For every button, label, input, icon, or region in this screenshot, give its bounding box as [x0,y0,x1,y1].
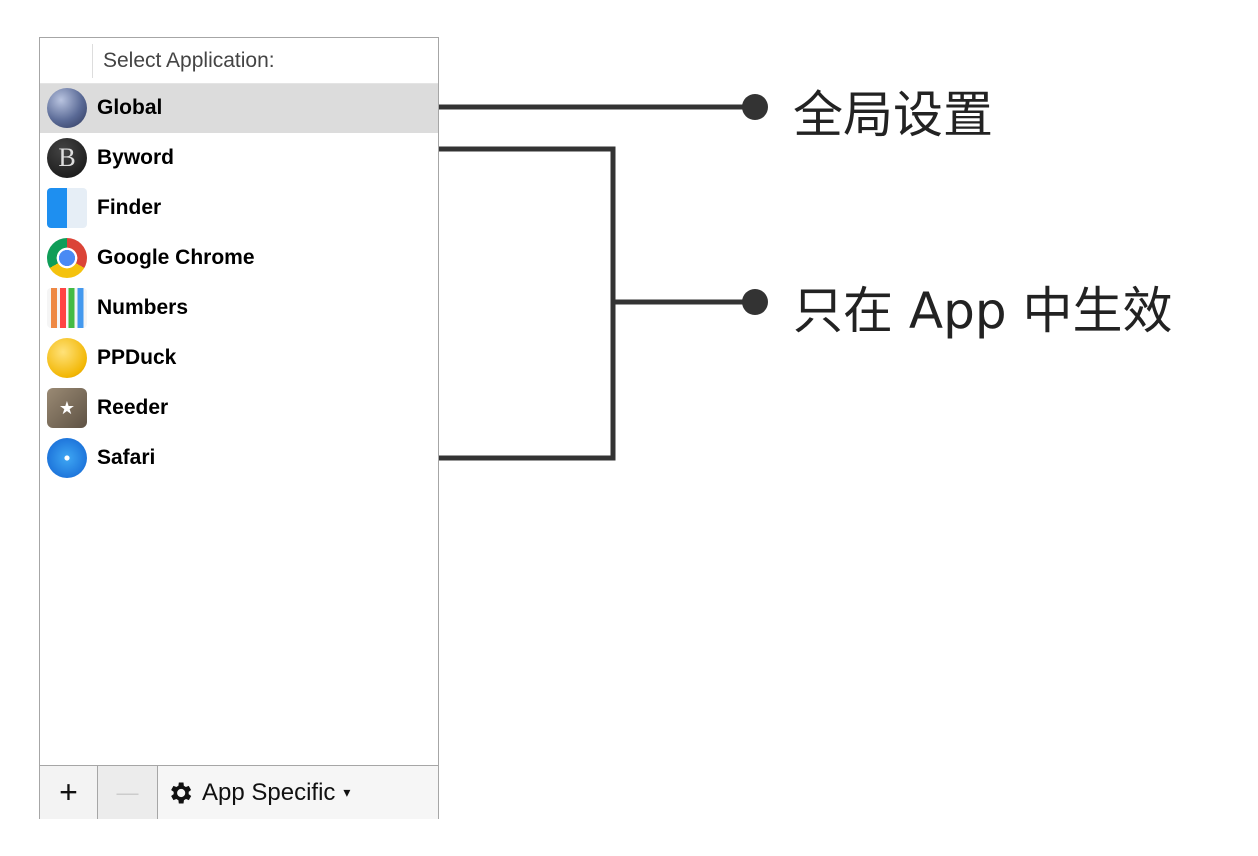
byword-icon: B [47,138,87,178]
app-label: Google Chrome [97,246,255,269]
remove-app-button[interactable]: — [98,766,158,819]
gear-icon [171,782,192,803]
app-row-safari[interactable]: Safari [40,434,438,483]
list-header: Select Application: [40,38,438,84]
app-label: Byword [97,146,175,169]
app-label: Numbers [97,296,189,319]
ppduck-icon [47,338,87,378]
app-row-byword[interactable]: B Byword [40,134,438,183]
numbers-icon [47,288,87,328]
app-label: Reeder [97,396,169,419]
add-app-button[interactable]: + [40,766,98,819]
app-label: PPDuck [97,346,177,369]
app-row-finder[interactable]: Finder [40,184,438,233]
app-row-reeder[interactable]: ★ Reeder [40,384,438,433]
dropdown-label: App Specific [202,778,336,806]
application-list-panel: Select Application: Global B Byword Find… [39,37,439,819]
app-bracket [439,146,616,461]
header-label: Select Application: [103,49,275,72]
app-specific-annotation: 只在 App 中生效 [793,282,1173,340]
header-divider [92,44,93,78]
app-label: Finder [97,196,162,219]
app-row-ppduck[interactable]: PPDuck [40,334,438,383]
app-row-numbers[interactable]: Numbers [40,284,438,333]
finder-icon [47,188,87,228]
global-settings-annotation: 全局设置 [793,86,993,144]
dropdown-arrow-icon: ▾ [343,784,351,800]
app-specific-dropdown[interactable]: App Specific ▾ [158,766,350,819]
app-connector-dot [742,289,768,315]
chrome-icon [47,238,87,278]
app-label: Safari [97,446,156,469]
app-row-global[interactable]: Global [40,84,438,133]
global-connector-dot [742,94,768,120]
globe-icon [47,88,87,128]
app-label: Global [97,96,163,119]
bottom-toolbar: + — App Specific ▾ [40,765,438,819]
reeder-icon: ★ [47,388,87,428]
app-row-google-chrome[interactable]: Google Chrome [40,234,438,283]
safari-icon [47,438,87,478]
